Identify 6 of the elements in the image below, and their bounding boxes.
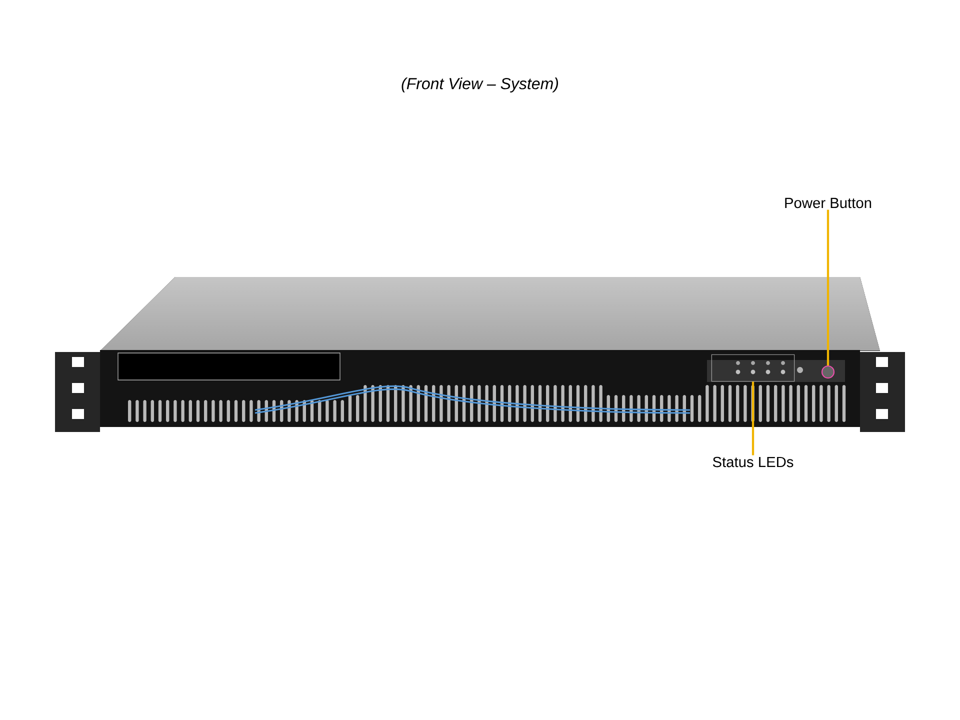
led-panel	[711, 354, 795, 382]
leader-line	[826, 210, 830, 366]
leader-line	[752, 382, 754, 456]
title: (Front View – System)	[402, 78, 558, 92]
callout-label: Power Button	[785, 198, 872, 208]
callout-label: Status LEDs	[712, 456, 794, 468]
